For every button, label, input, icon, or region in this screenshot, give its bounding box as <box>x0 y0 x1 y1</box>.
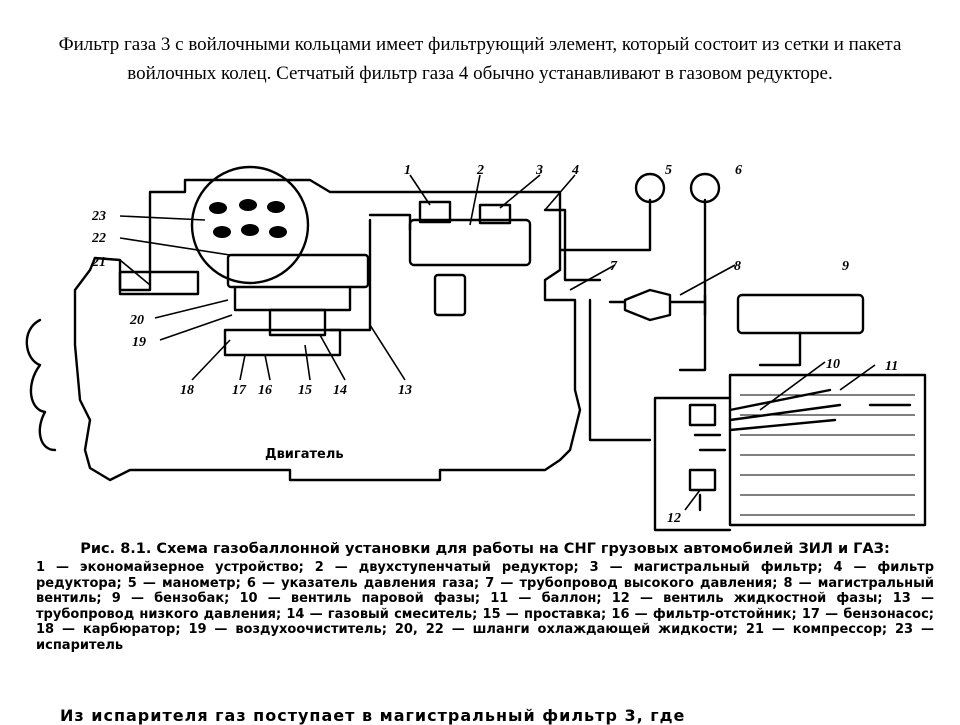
manometer <box>634 172 666 204</box>
figure-caption: Рис. 8.1. Схема газобаллонной установки … <box>36 541 934 654</box>
leader-lines <box>119 174 876 511</box>
fuel-line <box>758 331 802 367</box>
label-1: 1 <box>404 163 411 178</box>
diagram-svg: 1 2 3 4 5 6 7 8 9 10 11 12 13 14 15 16 1… <box>25 163 927 532</box>
label-18: 18 <box>180 383 194 398</box>
label-9: 9 <box>842 259 849 274</box>
label-12: 12 <box>667 511 681 526</box>
label-21: 21 <box>91 255 106 270</box>
pipe-top <box>368 213 412 232</box>
label-3: 3 <box>535 163 543 178</box>
cylinder-pipes <box>728 388 912 432</box>
fuel-filter <box>433 273 467 317</box>
gas-system-diagram: 1 2 3 4 5 6 7 8 9 10 11 12 13 14 15 16 1… <box>0 150 960 540</box>
gas-cylinder <box>728 373 927 527</box>
economizer <box>418 200 452 224</box>
main-filter <box>478 203 512 225</box>
cylinder-frame <box>653 396 732 532</box>
label-14: 14 <box>333 383 347 398</box>
label-7: 7 <box>610 259 618 274</box>
air-cleaner <box>226 253 370 289</box>
caption-legend: 1 — экономайзерное устройство; 2 — двухс… <box>36 560 934 653</box>
high-pressure-pipe <box>588 298 652 442</box>
carb-base <box>223 328 342 357</box>
mixer <box>268 308 327 337</box>
label-11: 11 <box>885 359 898 374</box>
label-13: 13 <box>398 383 412 398</box>
gas-pressure-indicator <box>689 172 721 204</box>
engine-label: Двигатель <box>265 447 344 462</box>
label-10: 10 <box>826 357 840 372</box>
compressor <box>118 270 200 296</box>
main-valve <box>608 288 707 322</box>
label-20: 20 <box>129 313 144 328</box>
gauge-line-6 <box>678 198 707 372</box>
label-8: 8 <box>734 259 741 274</box>
label-19: 19 <box>132 335 146 350</box>
engine-outline <box>73 178 582 482</box>
fuel-tank <box>736 293 865 335</box>
label-23: 23 <box>91 209 106 224</box>
pipe-right <box>543 208 602 282</box>
liquid-valve <box>688 468 717 512</box>
gauge-line-5 <box>558 198 652 252</box>
label-2: 2 <box>476 163 484 178</box>
label-6: 6 <box>735 163 742 178</box>
label-5: 5 <box>665 163 672 178</box>
reducer <box>408 218 532 267</box>
low-pressure-pipe <box>328 218 372 332</box>
vapor-valve <box>688 403 727 452</box>
label-17: 17 <box>232 383 247 398</box>
label-4: 4 <box>571 163 579 178</box>
intro-paragraph: Фильтр газа 3 с войлочными кольцами имее… <box>58 34 902 84</box>
label-22: 22 <box>91 231 106 246</box>
evaporator-holes <box>209 199 287 238</box>
carb-body <box>233 285 352 312</box>
cutoff-paragraph: Из испарителя газ поступает в магистраль… <box>60 706 686 725</box>
fan-blades <box>25 318 57 452</box>
caption-title: Рис. 8.1. Схема газобаллонной установки … <box>80 541 890 557</box>
label-15: 15 <box>298 383 312 398</box>
liquid-hatching <box>740 394 915 516</box>
label-16: 16 <box>258 383 272 398</box>
evaporator <box>190 165 310 285</box>
